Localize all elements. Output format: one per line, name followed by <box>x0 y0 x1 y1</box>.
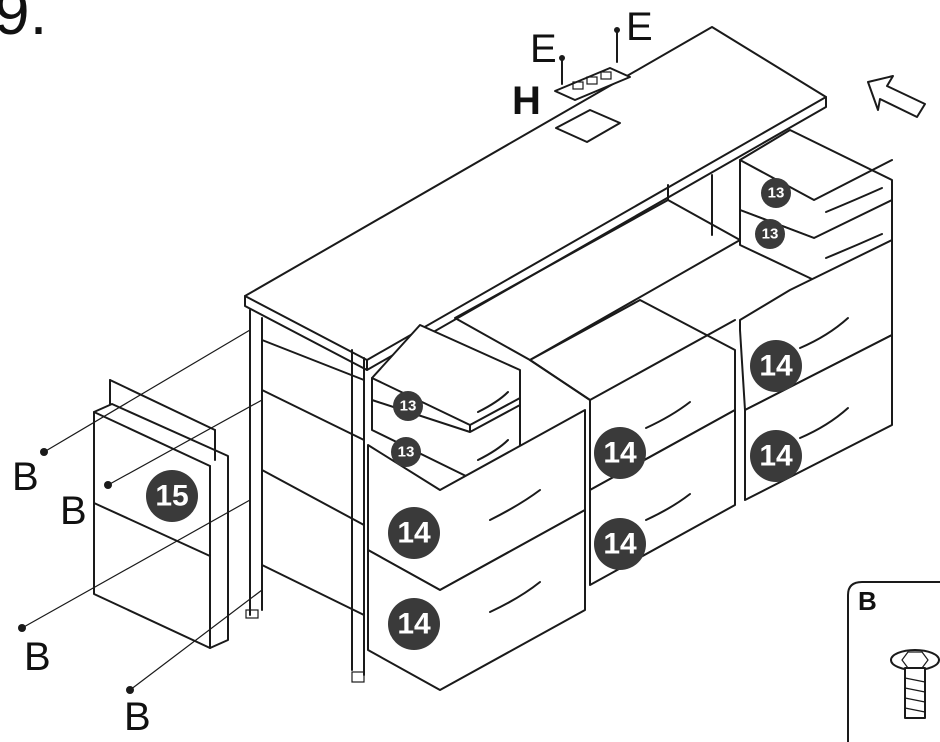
label-b-1: B <box>12 455 39 499</box>
b-guide-lines <box>21 329 263 691</box>
label-b-4: B <box>124 695 151 739</box>
svg-text:14: 14 <box>603 437 637 470</box>
badge-14-mid-bottom: 14 <box>594 518 646 570</box>
svg-text:14: 14 <box>397 608 431 641</box>
svg-text:13: 13 <box>768 185 785 202</box>
badge-13-right-bottom: 13 <box>755 219 785 249</box>
inset-title: B <box>858 586 877 616</box>
badge-14-left-mid: 14 <box>388 507 440 559</box>
svg-text:13: 13 <box>400 398 417 415</box>
svg-text:13: 13 <box>762 226 779 243</box>
svg-text:14: 14 <box>603 528 637 561</box>
screw-e-left <box>559 55 565 85</box>
svg-text:15: 15 <box>155 480 188 513</box>
screw-b-4 <box>126 686 134 694</box>
power-strip <box>554 67 631 101</box>
left-frame <box>245 309 365 683</box>
badge-14-left-bottom: 14 <box>388 598 440 650</box>
screw-b-2 <box>104 481 112 489</box>
badge-13-left-bottom: 13 <box>391 437 421 467</box>
svg-text:14: 14 <box>759 350 793 383</box>
label-b-2: B <box>60 489 87 533</box>
svg-text:14: 14 <box>759 440 793 473</box>
screw-b-3 <box>18 624 26 632</box>
badge-14-right-top: 14 <box>750 340 802 392</box>
badge-14-right-bottom: 14 <box>750 430 802 482</box>
badge-13-left-top: 13 <box>393 391 423 421</box>
label-e-left: E <box>530 27 557 71</box>
badge-14-mid-top: 14 <box>594 427 646 479</box>
screw-b-1 <box>40 448 48 456</box>
screw-b-icon <box>890 649 940 719</box>
svg-text:13: 13 <box>398 444 415 461</box>
badge-13-right-top: 13 <box>761 178 791 208</box>
direction-arrow-icon <box>867 75 926 118</box>
screw-e-right <box>614 27 620 63</box>
badges: 13 13 13 13 14 14 14 14 <box>146 178 802 650</box>
label-b-3: B <box>24 635 51 679</box>
drawer-15 <box>93 379 229 649</box>
inset-screw-b: B <box>847 581 940 742</box>
svg-text:14: 14 <box>397 517 431 550</box>
label-e-right: E <box>626 5 653 49</box>
step-number: 9. <box>0 0 47 48</box>
badge-15: 15 <box>146 470 198 522</box>
label-h: H <box>512 79 541 123</box>
